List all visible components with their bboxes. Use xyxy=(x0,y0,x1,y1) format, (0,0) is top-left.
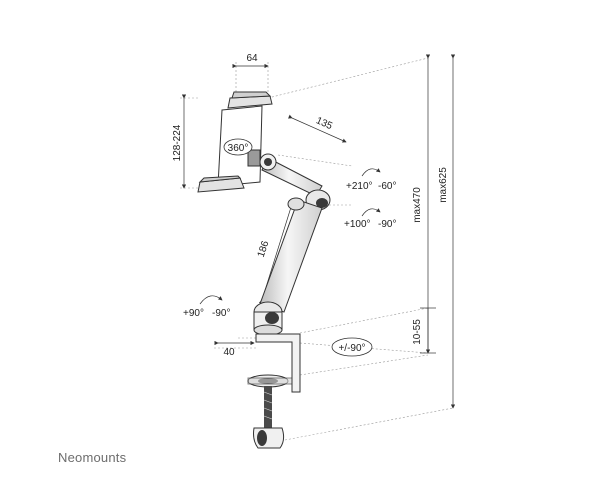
label-holder-rotation: 360° xyxy=(228,143,249,154)
label-desk-thickness: 10-55 xyxy=(412,319,423,345)
rotation-360-circle xyxy=(223,138,253,156)
height-dimension-lines xyxy=(420,54,456,409)
label-middle-joint-right: -90° xyxy=(378,219,396,230)
label-lower-joint-left: +90° xyxy=(183,308,204,319)
extension-lines xyxy=(178,57,454,441)
label-upper-joint-left: +210° xyxy=(346,181,373,192)
label-upper-arm-length: 135 xyxy=(314,115,334,132)
lower-arm xyxy=(259,197,323,313)
desk-clamp xyxy=(247,333,301,449)
label-max-height-625: max625 xyxy=(438,167,449,203)
label-base-swivel: +/-90° xyxy=(338,343,365,354)
label-lower-joint-right: -90° xyxy=(212,308,230,319)
upper-arm xyxy=(259,153,323,197)
base-swivel-circle xyxy=(331,337,373,357)
label-upper-joint-right: -60° xyxy=(378,181,396,192)
label-lower-arm-length: 186 xyxy=(256,239,272,259)
lower-joint xyxy=(253,301,283,336)
tablet-holder xyxy=(197,91,273,193)
rotation-arrows xyxy=(199,138,381,357)
label-middle-joint-left: +100° xyxy=(344,219,371,230)
label-clamp-depth: 40 xyxy=(223,347,235,358)
clamp-screw xyxy=(263,386,273,428)
brand-logo-text: Neomounts xyxy=(58,450,127,465)
label-holder-width: 64 xyxy=(246,53,258,64)
label-max-height-470: max470 xyxy=(412,187,423,223)
label-holder-range: 128-224 xyxy=(172,124,183,161)
